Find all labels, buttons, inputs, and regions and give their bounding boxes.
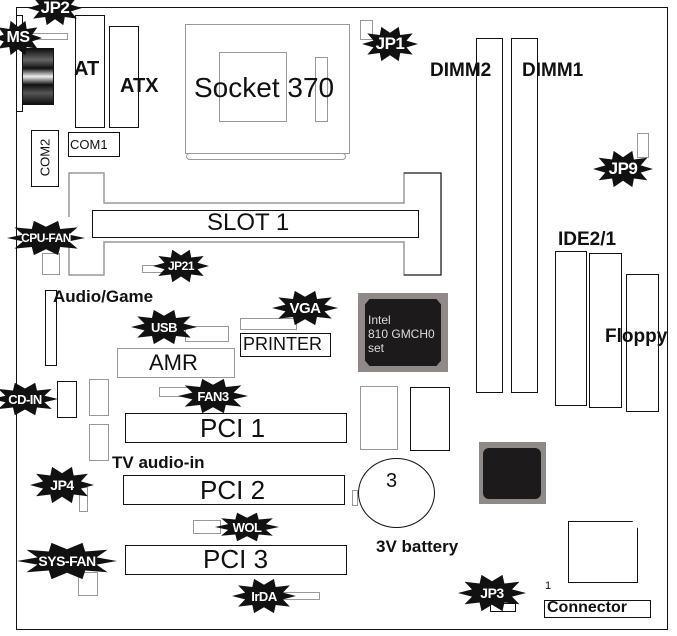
socket-370-lever [186, 153, 346, 160]
pci2-slot [123, 475, 345, 505]
jp21-badge: JP21 [153, 249, 209, 283]
starburst-icon [7, 220, 85, 256]
cpu-fan-header [42, 253, 60, 275]
connector-label: Connector [547, 599, 627, 616]
ide-label: IDE2/1 [558, 229, 617, 250]
printer-label: PRINTER [243, 334, 323, 354]
pci3-label: PCI 3 [203, 544, 269, 574]
starburst-icon [28, 0, 82, 26]
tv-audio-in-label: TV audio-in [112, 453, 205, 472]
starburst-icon [153, 249, 209, 283]
starburst-icon [232, 578, 296, 614]
chip-left [360, 386, 398, 450]
jp1-badge: JP1 [362, 26, 418, 62]
jp4-badge: JP4 [30, 466, 94, 504]
audio-game-label: Audio/Game [53, 287, 154, 306]
battery-number: 3 [386, 470, 398, 492]
slot1-label: SLOT 1 [207, 209, 290, 236]
usb-badge: USB [131, 309, 197, 345]
dimm1-slot [511, 38, 538, 393]
pci1-label: PCI 1 [200, 413, 266, 443]
intel-810-chipset: Intel 810 GMCH0 set [358, 293, 448, 372]
ide1-connector [589, 253, 622, 408]
com1-label: COM1 [70, 137, 108, 152]
cd-in-badge: CD-IN [0, 382, 58, 416]
jp3-badge: JP3 [458, 574, 526, 612]
cpu-fan-badge: CPU-FAN [7, 220, 85, 256]
socket-370-core [219, 52, 287, 122]
sys-fan-badge: SYS-FAN [17, 542, 117, 580]
connector-block [568, 521, 638, 583]
dimm1-label: DIMM1 [522, 60, 584, 81]
dimm2-label: DIMM2 [430, 60, 492, 81]
socket-370-side [315, 57, 328, 122]
battery-clip [352, 490, 358, 506]
starburst-icon [131, 309, 197, 345]
chipset-line3: set [368, 341, 385, 355]
floppy-label: Floppy [605, 326, 668, 347]
vga-badge: VGA [272, 290, 338, 326]
connector [544, 600, 651, 618]
starburst-icon [458, 574, 526, 612]
amr-slot [117, 348, 235, 378]
atx-power-connector [109, 26, 139, 128]
starburst-icon [215, 512, 279, 542]
sys-fan-header [78, 572, 98, 596]
cd-in-header [57, 381, 77, 418]
chipset-die [365, 299, 441, 366]
ps2-bracket [16, 15, 23, 112]
jp9-header [637, 133, 649, 158]
pci3-slot [125, 545, 347, 575]
connector-pin-1: 1 [545, 580, 552, 592]
tv-audio-in-header [89, 424, 109, 461]
atx-label: ATX [120, 75, 159, 97]
dimm2-slot [476, 38, 503, 393]
chipset-line1: Intel [368, 313, 391, 327]
socket-370-label: Socket 370 [194, 72, 335, 103]
ms-badge: MS [0, 20, 42, 56]
aux-audio-header [89, 379, 109, 416]
com1-port [68, 132, 120, 157]
chipset-line2: 810 GMCH0 [368, 327, 435, 341]
starburst-icon [17, 542, 117, 580]
jp9-badge: JP9 [593, 150, 653, 188]
board-outline [16, 7, 668, 630]
amr-label: AMR [149, 350, 198, 375]
io-controller-die [483, 448, 541, 499]
io-controller-chip [479, 442, 546, 504]
at-power-connector [75, 15, 105, 128]
starburst-icon [30, 466, 94, 504]
jp2-badge: JP2 [28, 0, 82, 26]
com2-port [31, 130, 59, 187]
starburst-icon [178, 378, 248, 414]
pci2-label: PCI 2 [200, 475, 266, 505]
chip-right [410, 387, 450, 451]
battery [358, 458, 435, 528]
starburst-icon [593, 150, 653, 188]
printer-port [240, 333, 331, 357]
starburst-icon [272, 290, 338, 326]
slot1 [92, 210, 419, 238]
starburst-icon [0, 20, 42, 56]
floppy-connector [626, 274, 659, 412]
at-label: AT [74, 58, 100, 80]
wol-badge: WOL [215, 512, 279, 542]
audio-game-connector [45, 290, 57, 366]
starburst-icon [362, 26, 418, 62]
pci1-slot [125, 413, 347, 443]
starburst-icon [0, 382, 58, 416]
fan3-badge: FAN3 [178, 378, 248, 414]
irda-badge: IrDA [232, 578, 296, 614]
ide2-connector [555, 251, 587, 406]
battery-label: 3V battery [376, 537, 459, 556]
